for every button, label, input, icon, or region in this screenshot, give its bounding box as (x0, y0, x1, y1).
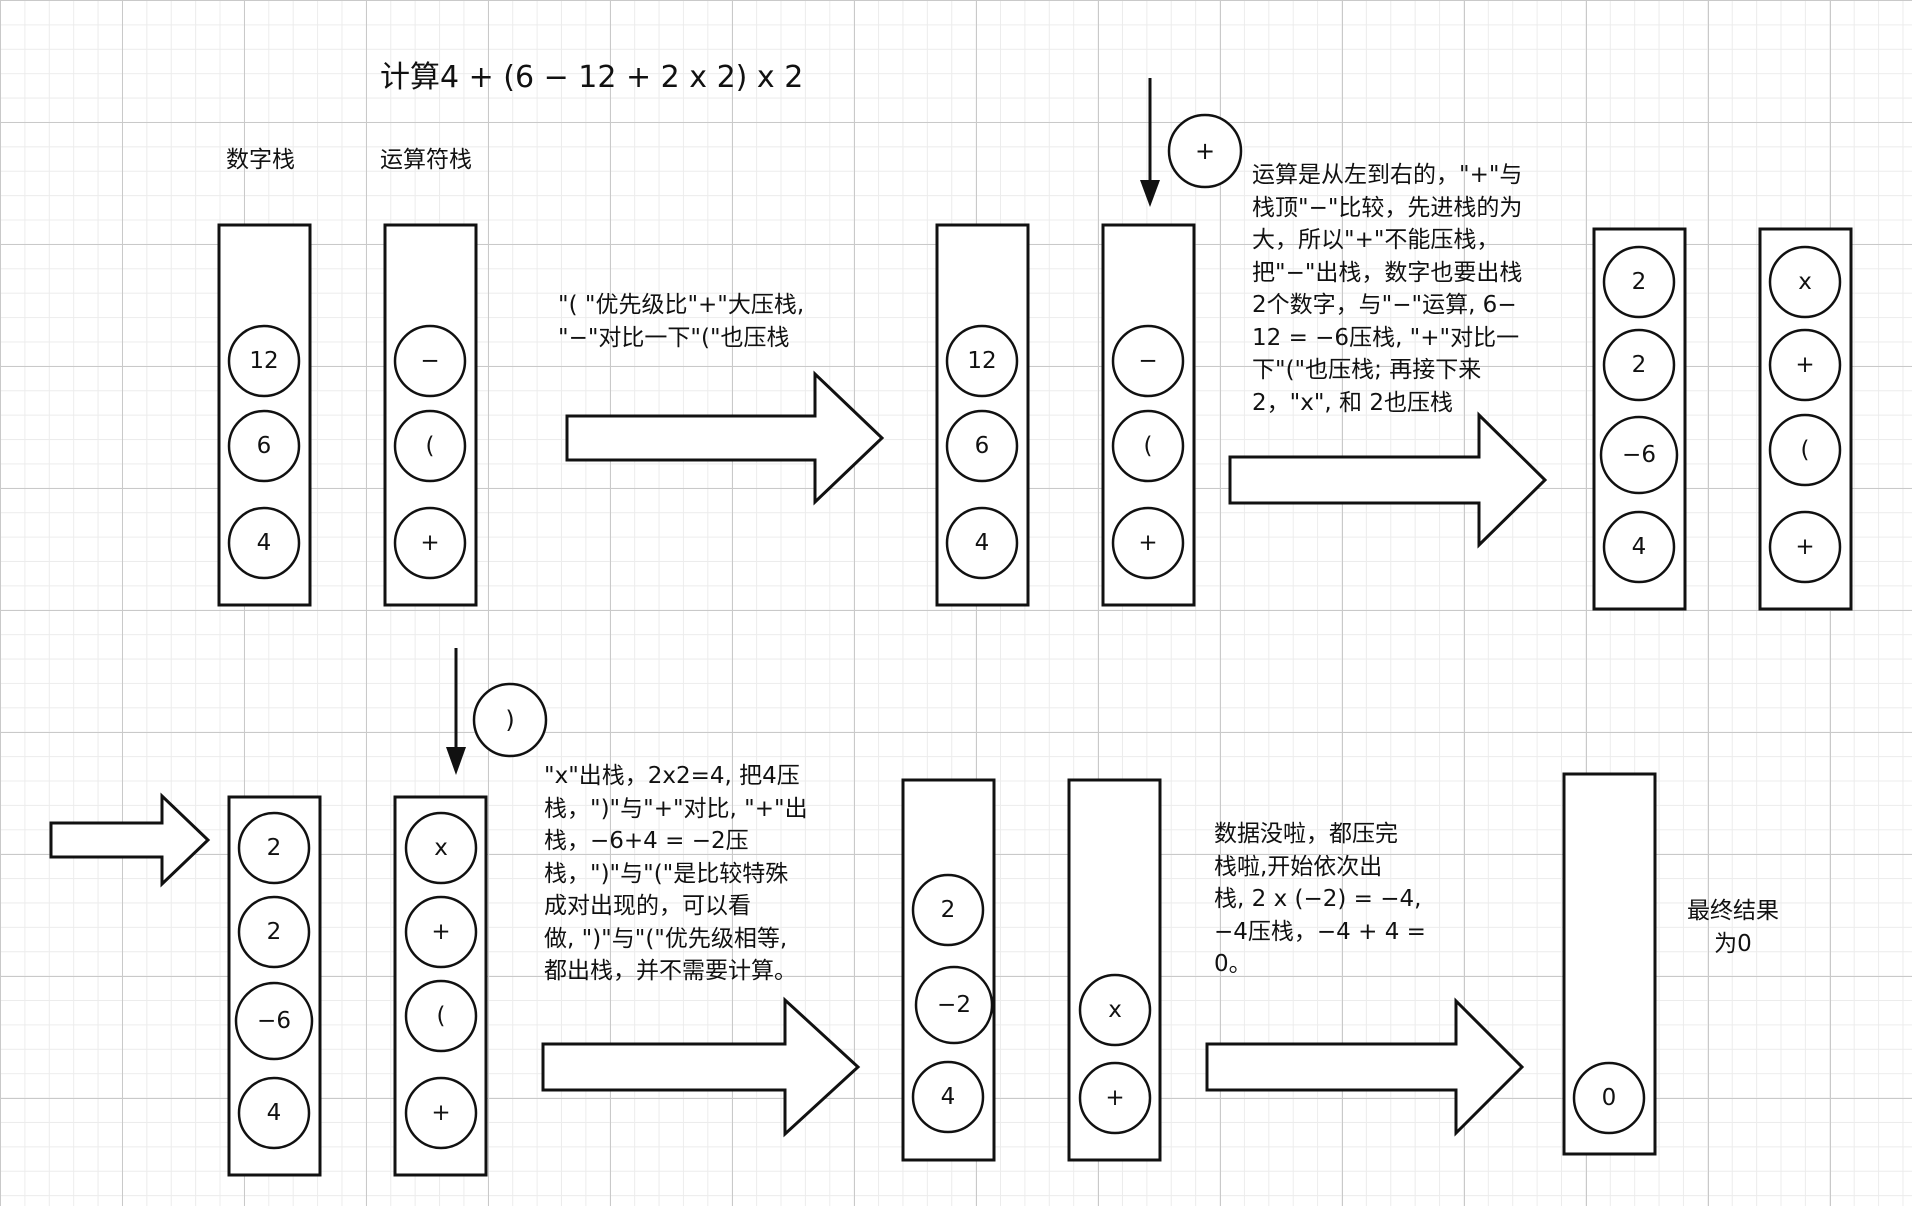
stack-cell-value: 0 (1602, 1085, 1617, 1111)
stack-cell-value: − (420, 348, 439, 374)
stack-cell-value: ( (426, 433, 435, 459)
stack-cell-value: + (431, 1100, 450, 1126)
stack-cell-value: − (1138, 348, 1157, 374)
stack-cell-value: 12 (249, 348, 278, 374)
stack-cell-value: 2 (267, 835, 282, 861)
stack-cell-value: 4 (975, 530, 990, 556)
page-title: 计算4 + (6 − 12 + 2 x 2) x 2 (380, 60, 804, 95)
stack-cell (393, 409, 467, 483)
stack-cell (404, 811, 478, 885)
stack-cell-value: + (1795, 352, 1814, 378)
stack-cell-value: −2 (937, 992, 971, 1018)
stack-cell (911, 1060, 985, 1134)
stack-cell-value: −6 (257, 1008, 291, 1034)
incoming-token-value: + (1195, 137, 1215, 165)
stack-cell (1602, 328, 1676, 402)
stack-cell-value: ( (1801, 437, 1810, 463)
stack-cell (227, 324, 301, 398)
operator-stack-stage-3: x + ( + (1758, 227, 1853, 611)
number-stack-header: 数字栈 (226, 147, 295, 173)
number-stack-stage-5: 2 −2 4 (901, 778, 996, 1162)
step-note: "( "优先级比"+"大压栈, "−"对比一下"("也压栈 (558, 292, 805, 351)
stack-cell (1078, 973, 1152, 1047)
stack-cell (227, 506, 301, 580)
step-note: 运算是从左到右的，"+"与 栈顶"−"比较，先进栈的为 大，所以"+"不能压栈，… (1252, 162, 1523, 416)
stack-cell (1111, 324, 1185, 398)
stack-cell (914, 965, 994, 1045)
operator-stack-header: 运算符栈 (380, 147, 472, 173)
stack-cell-value: 4 (941, 1084, 956, 1110)
stack-cell (1768, 413, 1842, 487)
stack-cell-value: + (1105, 1085, 1124, 1111)
transition-arrow (1205, 997, 1525, 1137)
stack-cell-value: x (1798, 269, 1812, 295)
stack-cell (1572, 1061, 1646, 1135)
stack-cell-value: x (434, 835, 448, 861)
number-stack-stage-4: 2 2 −6 4 (227, 795, 322, 1177)
stack-cell-value: + (1795, 534, 1814, 560)
operator-stack-stage-4: x + ( + (393, 795, 488, 1177)
stack-cell-value: 2 (1632, 269, 1647, 295)
stack-cell (1111, 506, 1185, 580)
final-result-note: 最终结果 为0 (1687, 898, 1779, 957)
stack-cell (237, 1076, 311, 1150)
stack-cell (237, 895, 311, 969)
stack-cell (945, 324, 1019, 398)
stack-cell-value: 2 (1632, 352, 1647, 378)
stack-cell-value: + (431, 919, 450, 945)
stack-cell (1602, 510, 1676, 584)
stack-cell (1078, 1061, 1152, 1135)
stack-cell (911, 873, 985, 947)
operator-stack-stage-5: x + (1067, 778, 1162, 1162)
stack-cell (945, 409, 1019, 483)
transition-arrow (49, 792, 211, 888)
stack-cell (1768, 510, 1842, 584)
incoming-token: ) (472, 682, 548, 758)
operator-stack-stage-2: − ( + (1101, 223, 1196, 607)
stack-cell (227, 409, 301, 483)
stack-cell-value: 6 (257, 433, 272, 459)
transition-arrow (565, 370, 885, 506)
number-stack-stage-1: 12 6 4 (217, 223, 312, 607)
stack-cell (404, 979, 478, 1053)
stack-cell (404, 1076, 478, 1150)
step-note: "x"出栈，2x2=4, 把4压 栈，")"与"+"对比, "+"出 栈，−6+… (544, 763, 808, 984)
stack-cell (1111, 409, 1185, 483)
stack-cell-value: ( (437, 1003, 446, 1029)
stack-cell-value: x (1108, 997, 1122, 1023)
stack-cell (393, 506, 467, 580)
stack-cell (1768, 328, 1842, 402)
stack-cell (404, 895, 478, 969)
number-stack-stage-2: 12 6 4 (935, 223, 1030, 607)
stack-cell (1599, 415, 1679, 495)
stack-cell-value: 4 (257, 530, 272, 556)
stack-cell (1768, 245, 1842, 319)
stack-cell-value: + (420, 530, 439, 556)
push-arrow (1140, 78, 1160, 207)
stack-cell-value: 4 (267, 1100, 282, 1126)
stack-cell-value: 12 (967, 348, 996, 374)
stack-cell-value: 4 (1632, 534, 1647, 560)
operator-stack-stage-1: − ( + (383, 223, 478, 607)
stack-cell-value: ( (1144, 433, 1153, 459)
stack-cell (1602, 245, 1676, 319)
stack-cell (237, 811, 311, 885)
number-stack-stage-3: 2 2 −6 4 (1592, 227, 1687, 611)
transition-arrow (1228, 411, 1548, 549)
step-note: 数据没啦，都压完 栈啦,开始依次出 栈, 2 x (−2) = −4, −4压栈… (1214, 821, 1426, 977)
stack-cell (945, 506, 1019, 580)
stack-cell-value: + (1138, 530, 1157, 556)
incoming-token-value: ) (505, 706, 514, 734)
incoming-token: + (1167, 113, 1243, 189)
stack-cell-value: 2 (941, 897, 956, 923)
stack-cell (393, 324, 467, 398)
result-stack-stage-6: 0 (1562, 772, 1657, 1156)
transition-arrow (541, 996, 861, 1138)
stack-cell-value: 6 (975, 433, 990, 459)
stack-cell-value: 2 (267, 919, 282, 945)
stack-cell-value: −6 (1622, 442, 1656, 468)
push-arrow (446, 648, 466, 775)
stack-cell (234, 981, 314, 1061)
